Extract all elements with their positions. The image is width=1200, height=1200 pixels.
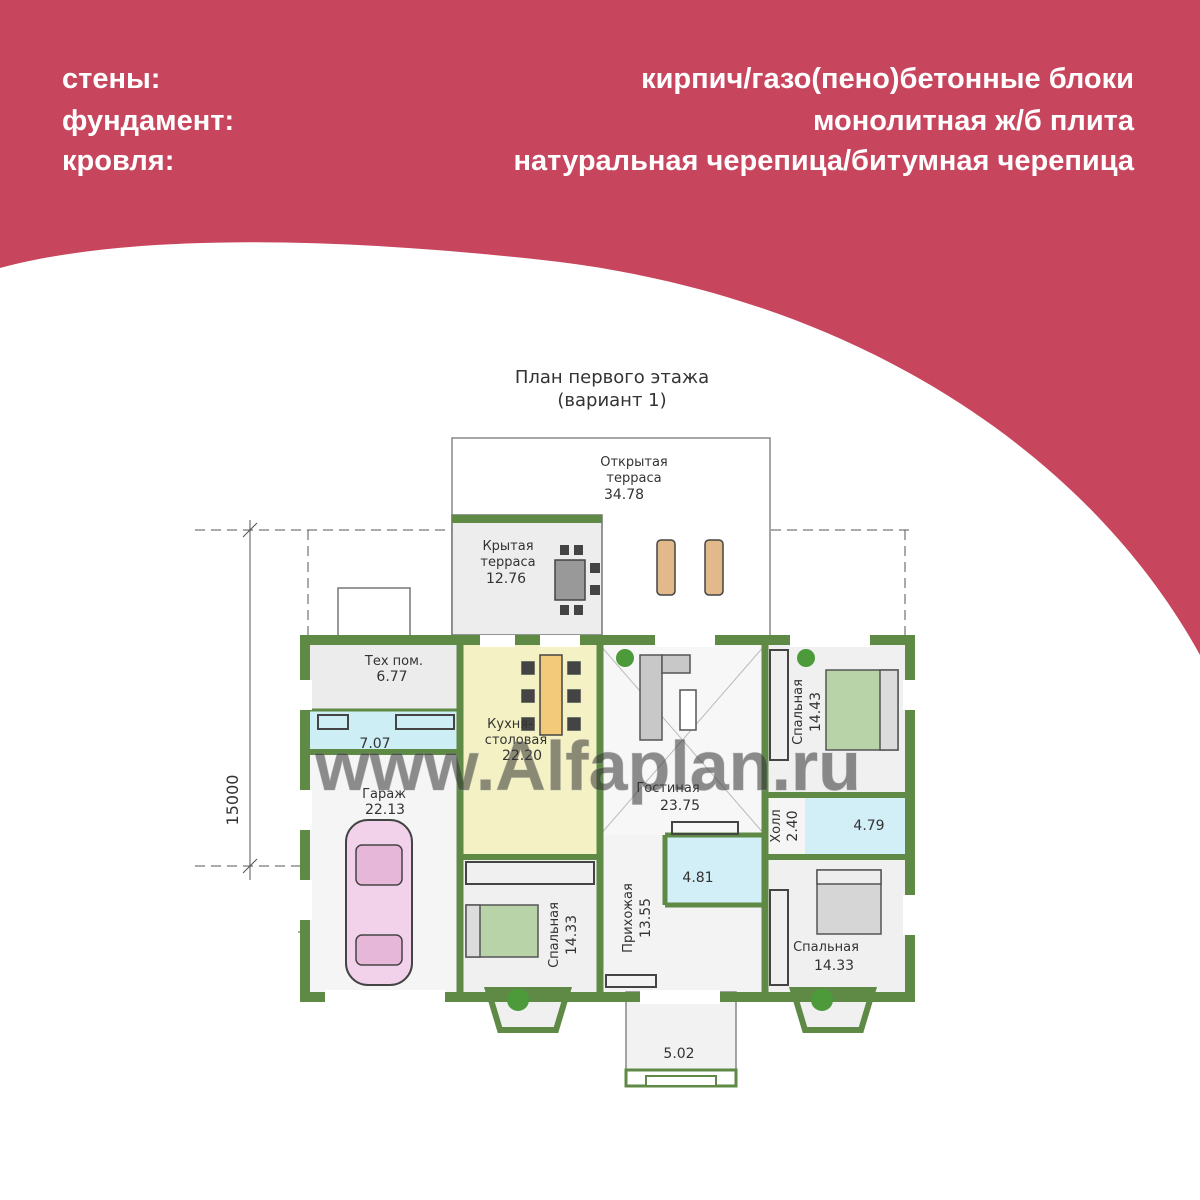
covered-terrace-beam <box>452 515 602 523</box>
covered-terrace-label-2: терраса <box>480 555 535 570</box>
porch-area: 5.02 <box>663 1046 694 1062</box>
corridor-area: 2.40 <box>785 810 801 841</box>
bedroom-1-area: 14.33 <box>564 915 580 955</box>
kitchen-area: 22.20 <box>502 748 542 764</box>
kitchen <box>460 645 600 857</box>
bedroom-3-label: Спальная <box>793 940 859 955</box>
living-void-lines <box>599 644 766 836</box>
open-terrace-area: 34.78 <box>604 487 644 503</box>
plan-title: План первого этажа <box>515 367 709 388</box>
laundry-room <box>310 710 460 752</box>
laundry-area: 7.07 <box>359 736 390 752</box>
wardrobes <box>317 649 789 988</box>
garage-area: 22.13 <box>365 802 405 818</box>
roof-value: натуральная черепица/битумная черепица <box>513 145 1135 177</box>
bedroom-3-area: 14.33 <box>814 958 854 974</box>
tech-entry-box <box>337 587 411 637</box>
entry-hall-area: 13.55 <box>638 898 654 938</box>
watermark: www.Alfaplan.ru <box>314 727 861 805</box>
bed-icon-1 <box>465 904 539 958</box>
room-labels: Открытая терраса 34.78 Крытая терраса 12… <box>359 455 884 1062</box>
bathroom-1 <box>665 835 765 905</box>
living-room-label: Гостиная <box>636 781 699 796</box>
bed-icon-3 <box>816 869 882 935</box>
bathroom-2 <box>805 795 905 857</box>
entry-hall-lower <box>665 905 765 992</box>
car-icon <box>345 819 413 986</box>
terrace-table-icon <box>554 545 600 615</box>
covered-terrace-label: Крытая <box>482 539 533 554</box>
garage-label: Гараж <box>362 787 406 802</box>
covered-terrace-area: 12.76 <box>486 571 526 587</box>
kitchen-label: Кухня- <box>487 717 533 732</box>
bathroom-1-area: 4.81 <box>682 870 713 886</box>
bedroom-2-label: Спальная <box>791 679 806 745</box>
bed-icon-2 <box>825 669 899 751</box>
sofa-icon <box>639 654 697 741</box>
kitchen-label-2: столовая <box>485 733 547 748</box>
walls-label: стены: <box>62 63 161 95</box>
open-terrace-label: Открытая <box>600 455 668 470</box>
entry-hall <box>600 835 665 992</box>
living-room-area: 23.75 <box>660 798 700 814</box>
windows <box>298 635 917 1004</box>
sun-lounger-icon <box>656 539 724 596</box>
porch <box>625 991 737 1071</box>
foundation-label: фундамент: <box>62 105 235 137</box>
bedroom-2-area: 14.43 <box>808 692 824 732</box>
roof-label: кровля: <box>62 145 175 177</box>
tech-room-area: 6.77 <box>376 669 407 685</box>
bathroom-2-area: 4.79 <box>853 818 884 834</box>
plan-subtitle: (вариант 1) <box>557 390 666 411</box>
tech-room-label: Тех пом. <box>364 654 423 669</box>
open-terrace-label-2: терраса <box>606 471 661 486</box>
height-dimension: 15000 <box>223 775 242 826</box>
tech-room <box>310 645 460 710</box>
corridor <box>765 795 805 857</box>
bedroom-1-label: Спальная <box>547 902 562 968</box>
corridor-label: Холл <box>769 809 784 842</box>
plant-icons <box>507 649 833 1011</box>
walls-value: кирпич/газо(пено)бетонные блоки <box>641 63 1134 95</box>
entry-hall-label: Прихожая <box>621 883 636 953</box>
dining-table-icon <box>521 654 581 736</box>
porch-step-lower <box>645 1075 717 1087</box>
foundation-value: монолитная ж/б плита <box>812 105 1134 137</box>
